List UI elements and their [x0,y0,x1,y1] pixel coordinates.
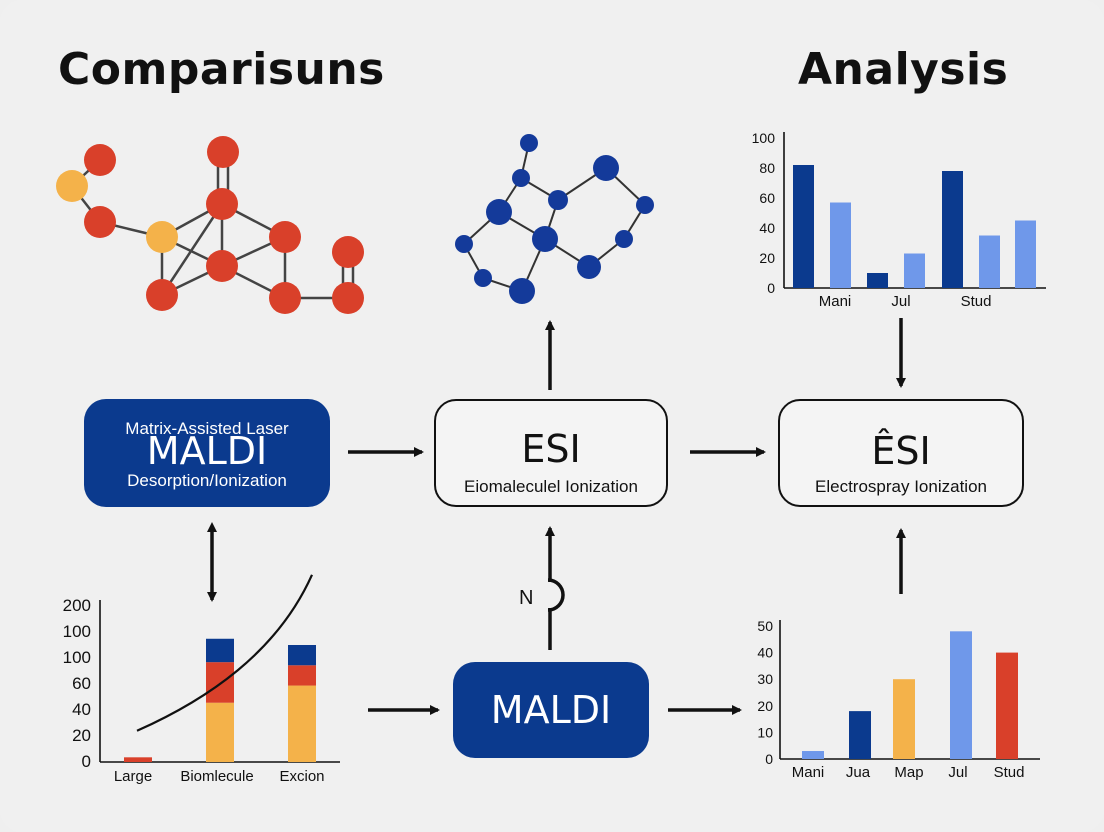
bar [893,679,915,759]
atom [577,255,601,279]
x-category-label: Jul [948,764,967,781]
y-tick-label: 100 [752,130,776,146]
y-tick-label: 20 [759,250,775,266]
atom [486,199,512,225]
x-category-label: Map [894,764,923,781]
bar [867,273,888,288]
x-category-label: Stud [961,293,992,310]
atom [269,282,301,314]
connector-loop [547,578,565,612]
bar-segment [124,757,152,762]
bar-segment [206,702,234,762]
y-tick-label: 60 [72,674,91,693]
bar [1015,220,1036,288]
heading-comparisons: Comparisuns [58,44,385,95]
atom [532,226,558,252]
y-tick-label: 200 [63,596,91,615]
atom [146,279,178,311]
maldi-top-line1: Matrix-Assisted Laser [125,419,289,438]
esi-right-title: ÊSI [871,429,931,473]
x-category-label: Jua [846,764,871,781]
atom [206,188,238,220]
bar-segment [206,638,234,663]
maldi-top-title: MALDI [146,429,268,473]
y-tick-label: 80 [759,160,775,176]
y-tick-label: 100 [63,622,91,641]
y-tick-label: 40 [72,700,91,719]
y-tick-label: 30 [757,671,773,687]
atom [455,235,473,253]
esi-middle-subtitle: Eiomaleculel Ionization [464,477,638,496]
x-category-label: Large [114,768,152,785]
x-category-label: Mani [819,293,852,310]
bar-segment [288,645,316,666]
y-tick-label: 40 [759,220,775,236]
x-category-label: Biomlecule [180,768,253,785]
atom [84,206,116,238]
y-tick-label: 50 [757,618,773,634]
x-category-label: Mani [792,764,825,781]
atom [512,169,530,187]
y-tick-label: 0 [765,751,773,767]
trend-curve [136,574,314,732]
maldi-bottom-title: MALDI [490,688,612,732]
molecule-left-atoms [56,136,364,314]
atom [520,134,538,152]
bar [942,171,963,288]
atom [548,190,568,210]
molecule-middle-atoms [455,134,654,304]
maldi-top-line2: Desorption/Ionization [127,471,287,490]
x-category-label: Stud [994,764,1025,781]
y-tick-label: 100 [63,648,91,667]
connector-label: N [519,587,533,609]
bar [802,751,824,759]
esi-right-box: ÊSI Electrospray Ionization [778,399,1024,507]
atom [474,269,492,287]
y-tick-label: 60 [759,190,775,206]
y-tick-label: 20 [72,726,91,745]
bar [904,253,925,288]
atom [207,136,239,168]
x-category-label: Excion [279,768,324,785]
y-tick-label: 0 [767,280,775,296]
y-tick-label: 0 [82,752,91,771]
bar [996,652,1018,759]
atom [146,221,178,253]
atom [84,144,116,176]
bar-segment [288,665,316,686]
atom [509,278,535,304]
esi-middle-box: ESI Eiomaleculel Ionization [434,399,668,507]
heading-analysis: Analysis [798,44,1009,95]
bar-segment [288,685,316,762]
esi-right-subtitle: Electrospray Ionization [815,477,987,496]
y-tick-label: 20 [757,698,773,714]
atom [636,196,654,214]
maldi-top-box: Matrix-Assisted Laser MALDI Desorption/I… [84,399,330,507]
bar [979,235,1000,288]
esi-middle-title: ESI [521,427,581,471]
bar [793,165,814,288]
atom [56,170,88,202]
bar [950,631,972,759]
bar [830,202,851,288]
atom [269,221,301,253]
atom [593,155,619,181]
atom [615,230,633,248]
maldi-bottom-box: MALDI [453,662,649,758]
atom [206,250,238,282]
y-tick-label: 10 [757,724,773,740]
atom [332,236,364,268]
atom [332,282,364,314]
y-tick-label: 40 [757,645,773,661]
x-category-label: Jul [891,293,910,310]
bar [849,711,871,759]
